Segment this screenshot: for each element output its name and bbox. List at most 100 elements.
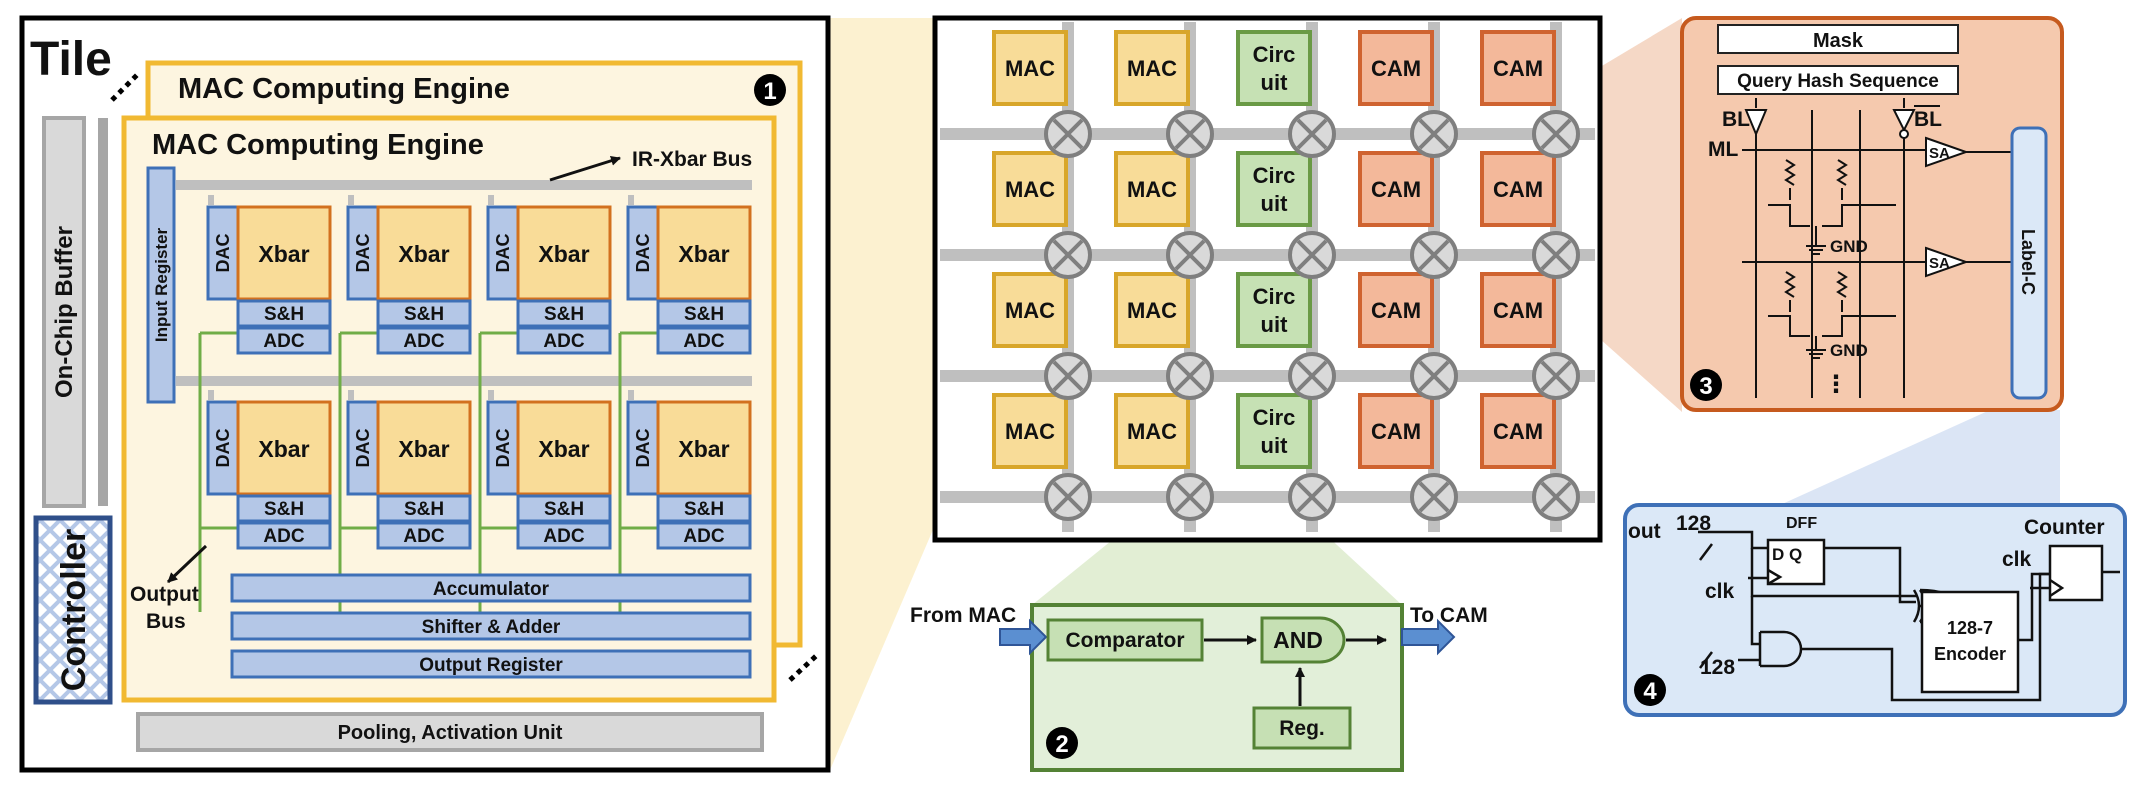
dac-label: DAC — [633, 234, 653, 273]
grid-cell-label: MAC — [1127, 177, 1177, 202]
grid-bus-horizontal — [940, 128, 1595, 140]
grid-cell-label-top: Circ — [1253, 405, 1296, 430]
grid-bus-horizontal — [940, 491, 1595, 503]
sh-box — [656, 494, 752, 523]
grid-cell-label: MAC — [1005, 298, 1055, 323]
xbar-label: Xbar — [398, 241, 449, 267]
xbar-bus-tap — [488, 195, 494, 205]
gnd-label-2: GND — [1830, 341, 1868, 360]
router-switch — [1532, 110, 1580, 158]
encoder-label-2: Encoder — [1934, 644, 2006, 664]
pooling-activation-unit — [136, 712, 764, 752]
sa-label-1: SA — [1929, 145, 1950, 162]
grid-cell-label-top: Circ — [1253, 163, 1296, 188]
grid-cell-box — [1114, 30, 1190, 106]
router-switch — [1044, 352, 1092, 400]
grid-cell-mac: MAC — [992, 393, 1068, 469]
xbar-box — [376, 205, 472, 301]
to-cam-arrow — [1401, 618, 1456, 656]
dff-label: DFF — [1786, 515, 1817, 532]
grid-cell-box — [1358, 151, 1434, 227]
vertical-dots: ⋮ — [1824, 371, 1848, 398]
dac-box — [486, 400, 520, 496]
reg-box — [1252, 706, 1352, 750]
comparator-box — [1046, 618, 1204, 662]
sh-box — [236, 299, 332, 328]
xbar-bus-tap — [628, 195, 634, 205]
router-switch — [1532, 231, 1580, 279]
router-switch — [1288, 473, 1336, 521]
tile-panel: Tile MAC Computing Engine 1 On-Chip Buff… — [19, 15, 831, 773]
dac-label: DAC — [213, 429, 233, 468]
grid-bus-horizontal — [940, 249, 1595, 261]
grid-cell-mac: MAC — [992, 30, 1068, 106]
ir-xbar-bus-mid — [176, 376, 752, 386]
dac-label: DAC — [353, 234, 373, 273]
xbar-label: Xbar — [258, 241, 309, 267]
grid-cell-label: CAM — [1493, 298, 1543, 323]
grid-cell-label: MAC — [1127, 298, 1177, 323]
sa-label-2: SA — [1929, 255, 1950, 272]
grid-cell-box — [1236, 393, 1312, 469]
panel-3-cam-array: Mask Query Hash Sequence — [1680, 16, 2064, 412]
router-switch — [1044, 231, 1092, 279]
zoom-cone-tile-to-grid — [830, 18, 935, 770]
from-mac-arrow — [999, 618, 1048, 656]
grid-cell-label: CAM — [1493, 56, 1543, 81]
tile-title: Tile — [30, 33, 112, 86]
ml-label: ML — [1708, 138, 1738, 161]
router-switch — [1166, 110, 1214, 158]
ir-bus-label: IR-Xbar Bus — [632, 148, 752, 171]
sh-box — [656, 299, 752, 328]
grid-cell-label: CAM — [1371, 298, 1421, 323]
sh-box — [516, 299, 612, 328]
dac-box — [486, 205, 520, 301]
grid-cell-box — [1236, 151, 1312, 227]
grid-cell-label-bottom: uit — [1261, 312, 1289, 337]
grid-cell-mac: MAC — [1114, 393, 1190, 469]
xbar-label: Xbar — [398, 436, 449, 462]
gnd-label-1: GND — [1830, 237, 1868, 256]
out-label: out — [1628, 520, 1661, 543]
and-gate — [1260, 616, 1346, 664]
router-switch — [1044, 110, 1092, 158]
xbar-label: Xbar — [678, 241, 729, 267]
grid-cell-box — [1358, 393, 1434, 469]
grid-cell-label-bottom: uit — [1261, 433, 1289, 458]
sh-label: S&H — [404, 499, 444, 520]
dac-label: DAC — [213, 234, 233, 273]
grid-cell-box — [1358, 272, 1434, 348]
sh-label: S&H — [544, 499, 584, 520]
grid-cell-label: CAM — [1371, 177, 1421, 202]
xbar-bus-tap — [208, 390, 214, 400]
grid-cell-box — [1480, 272, 1556, 348]
grid-cell-mac: MAC — [992, 272, 1068, 348]
router-switch — [1410, 473, 1458, 521]
grid-cell-cam: CAM — [1358, 393, 1434, 469]
bl-bar-label: BL — [1914, 108, 1942, 131]
adc-label: ADC — [683, 526, 724, 547]
input-register-label: Input Register — [152, 227, 171, 342]
shifter-adder-label: Shifter & Adder — [422, 617, 561, 638]
grid-cell-cam: CAM — [1358, 272, 1434, 348]
xbar-label: Xbar — [538, 436, 589, 462]
encoder-label-1: 128-7 — [1947, 618, 1993, 638]
grid-cell-label-bottom: uit — [1261, 191, 1289, 216]
router-switch — [1288, 110, 1336, 158]
dq-label: D Q — [1772, 545, 1802, 564]
adc-label: ADC — [263, 526, 304, 547]
adc-box — [376, 521, 472, 550]
label-c-bar — [2010, 126, 2048, 400]
sh-box — [236, 494, 332, 523]
xbar-box — [376, 400, 472, 496]
dac-box — [346, 205, 380, 301]
grid-cell-box — [1236, 272, 1312, 348]
grid-cell-box — [992, 30, 1068, 106]
grid-cell-cam: CAM — [1480, 151, 1556, 227]
